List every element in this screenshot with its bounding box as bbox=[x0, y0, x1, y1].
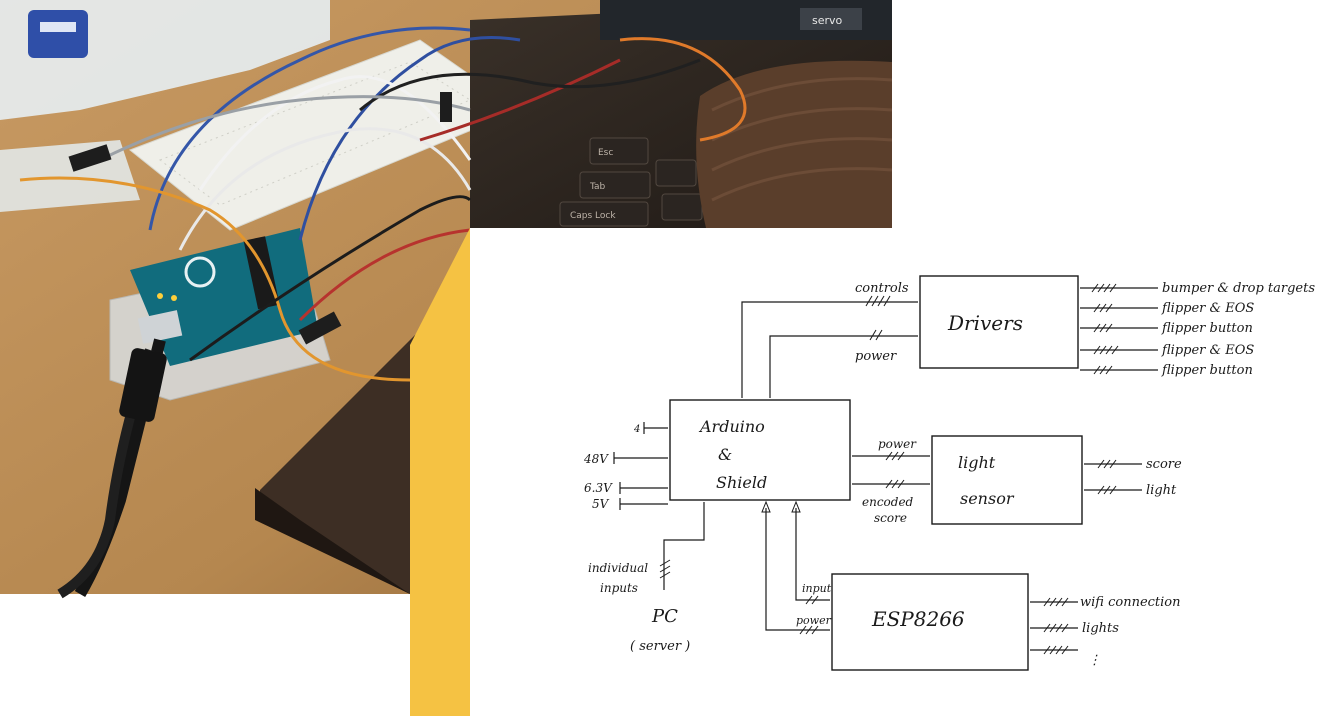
drivers-power-label: power bbox=[855, 349, 897, 364]
drivers-label: Drivers bbox=[947, 311, 1023, 335]
pc-inputs-label-line2: inputs bbox=[600, 581, 638, 595]
accent-stripe bbox=[410, 228, 470, 716]
light-encoded-label: encoded bbox=[862, 495, 914, 509]
arduino-input-label: 6.3V bbox=[584, 481, 613, 495]
pc-label: PC bbox=[651, 606, 678, 627]
esp8266-label: ESP8266 bbox=[871, 607, 965, 631]
light-sensor-label-line1: light bbox=[958, 453, 996, 472]
drivers-output-label: flipper button bbox=[1161, 321, 1253, 336]
esp-output-label: lights bbox=[1082, 621, 1119, 636]
arduino-label-line1: Arduino bbox=[698, 417, 765, 436]
drivers-output-label: flipper button bbox=[1161, 363, 1253, 378]
esp-power-label: power bbox=[796, 614, 832, 627]
drivers-output-label: flipper & EOS bbox=[1161, 343, 1254, 358]
light-output-label: light bbox=[1146, 483, 1177, 498]
arduino-input-label: 4 bbox=[633, 424, 640, 435]
esp-output-label: wifi connection bbox=[1080, 595, 1181, 610]
light-power-label: power bbox=[878, 437, 917, 451]
pc-inputs-label-line1: individual bbox=[588, 561, 648, 575]
arduino-label-line2: & bbox=[718, 445, 732, 464]
pc-sub-label: ( server ) bbox=[630, 639, 690, 654]
light-sensor-label-line2: sensor bbox=[960, 489, 1015, 508]
esp-output-label: ⋮ bbox=[1088, 653, 1101, 668]
light-output-label: score bbox=[1146, 457, 1182, 472]
drivers-output-label: flipper & EOS bbox=[1161, 301, 1254, 316]
arduino-label-line3: Shield bbox=[716, 473, 767, 492]
drivers-output-label: bumper & drop targets bbox=[1162, 281, 1315, 296]
light-score-label: score bbox=[874, 511, 907, 525]
arduino-input-label: 5V bbox=[592, 497, 610, 511]
esp-input-label: input bbox=[802, 582, 832, 595]
arduino-input-label: 48V bbox=[583, 452, 609, 466]
drivers-controls-label: controls bbox=[855, 281, 909, 296]
